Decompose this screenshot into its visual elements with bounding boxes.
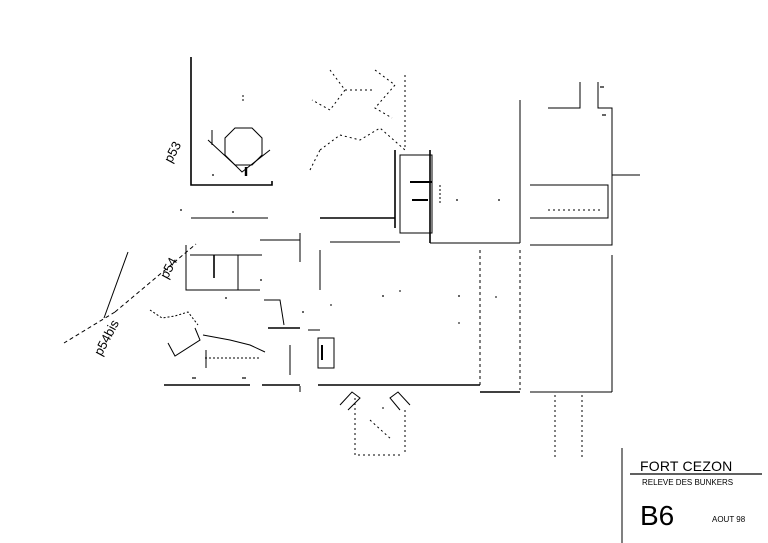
title-block: FORT CEZON RELEVE DES BUNKERS B6 AOUT 98 (620, 448, 768, 543)
central-rooms (399, 100, 521, 244)
left-wing-walls (185, 57, 396, 291)
central-hall (319, 241, 521, 390)
bottom-wall (164, 384, 520, 393)
lower-entrance (339, 391, 411, 456)
drawing-date: AOUT 98 (712, 515, 746, 524)
lower-left-structure (149, 299, 335, 375)
survey-marks (180, 86, 606, 379)
survey-sight-lines (63, 243, 197, 344)
upper-central-structure (309, 69, 406, 171)
right-block (530, 82, 640, 458)
drawing-title: FORT CEZON (640, 458, 733, 474)
title-block-frame (621, 448, 762, 543)
octagon-emplacement (207, 95, 271, 176)
drawing-subtitle: RELEVE DES BUNKERS (642, 478, 734, 487)
drawing-code: B6 (640, 500, 675, 531)
